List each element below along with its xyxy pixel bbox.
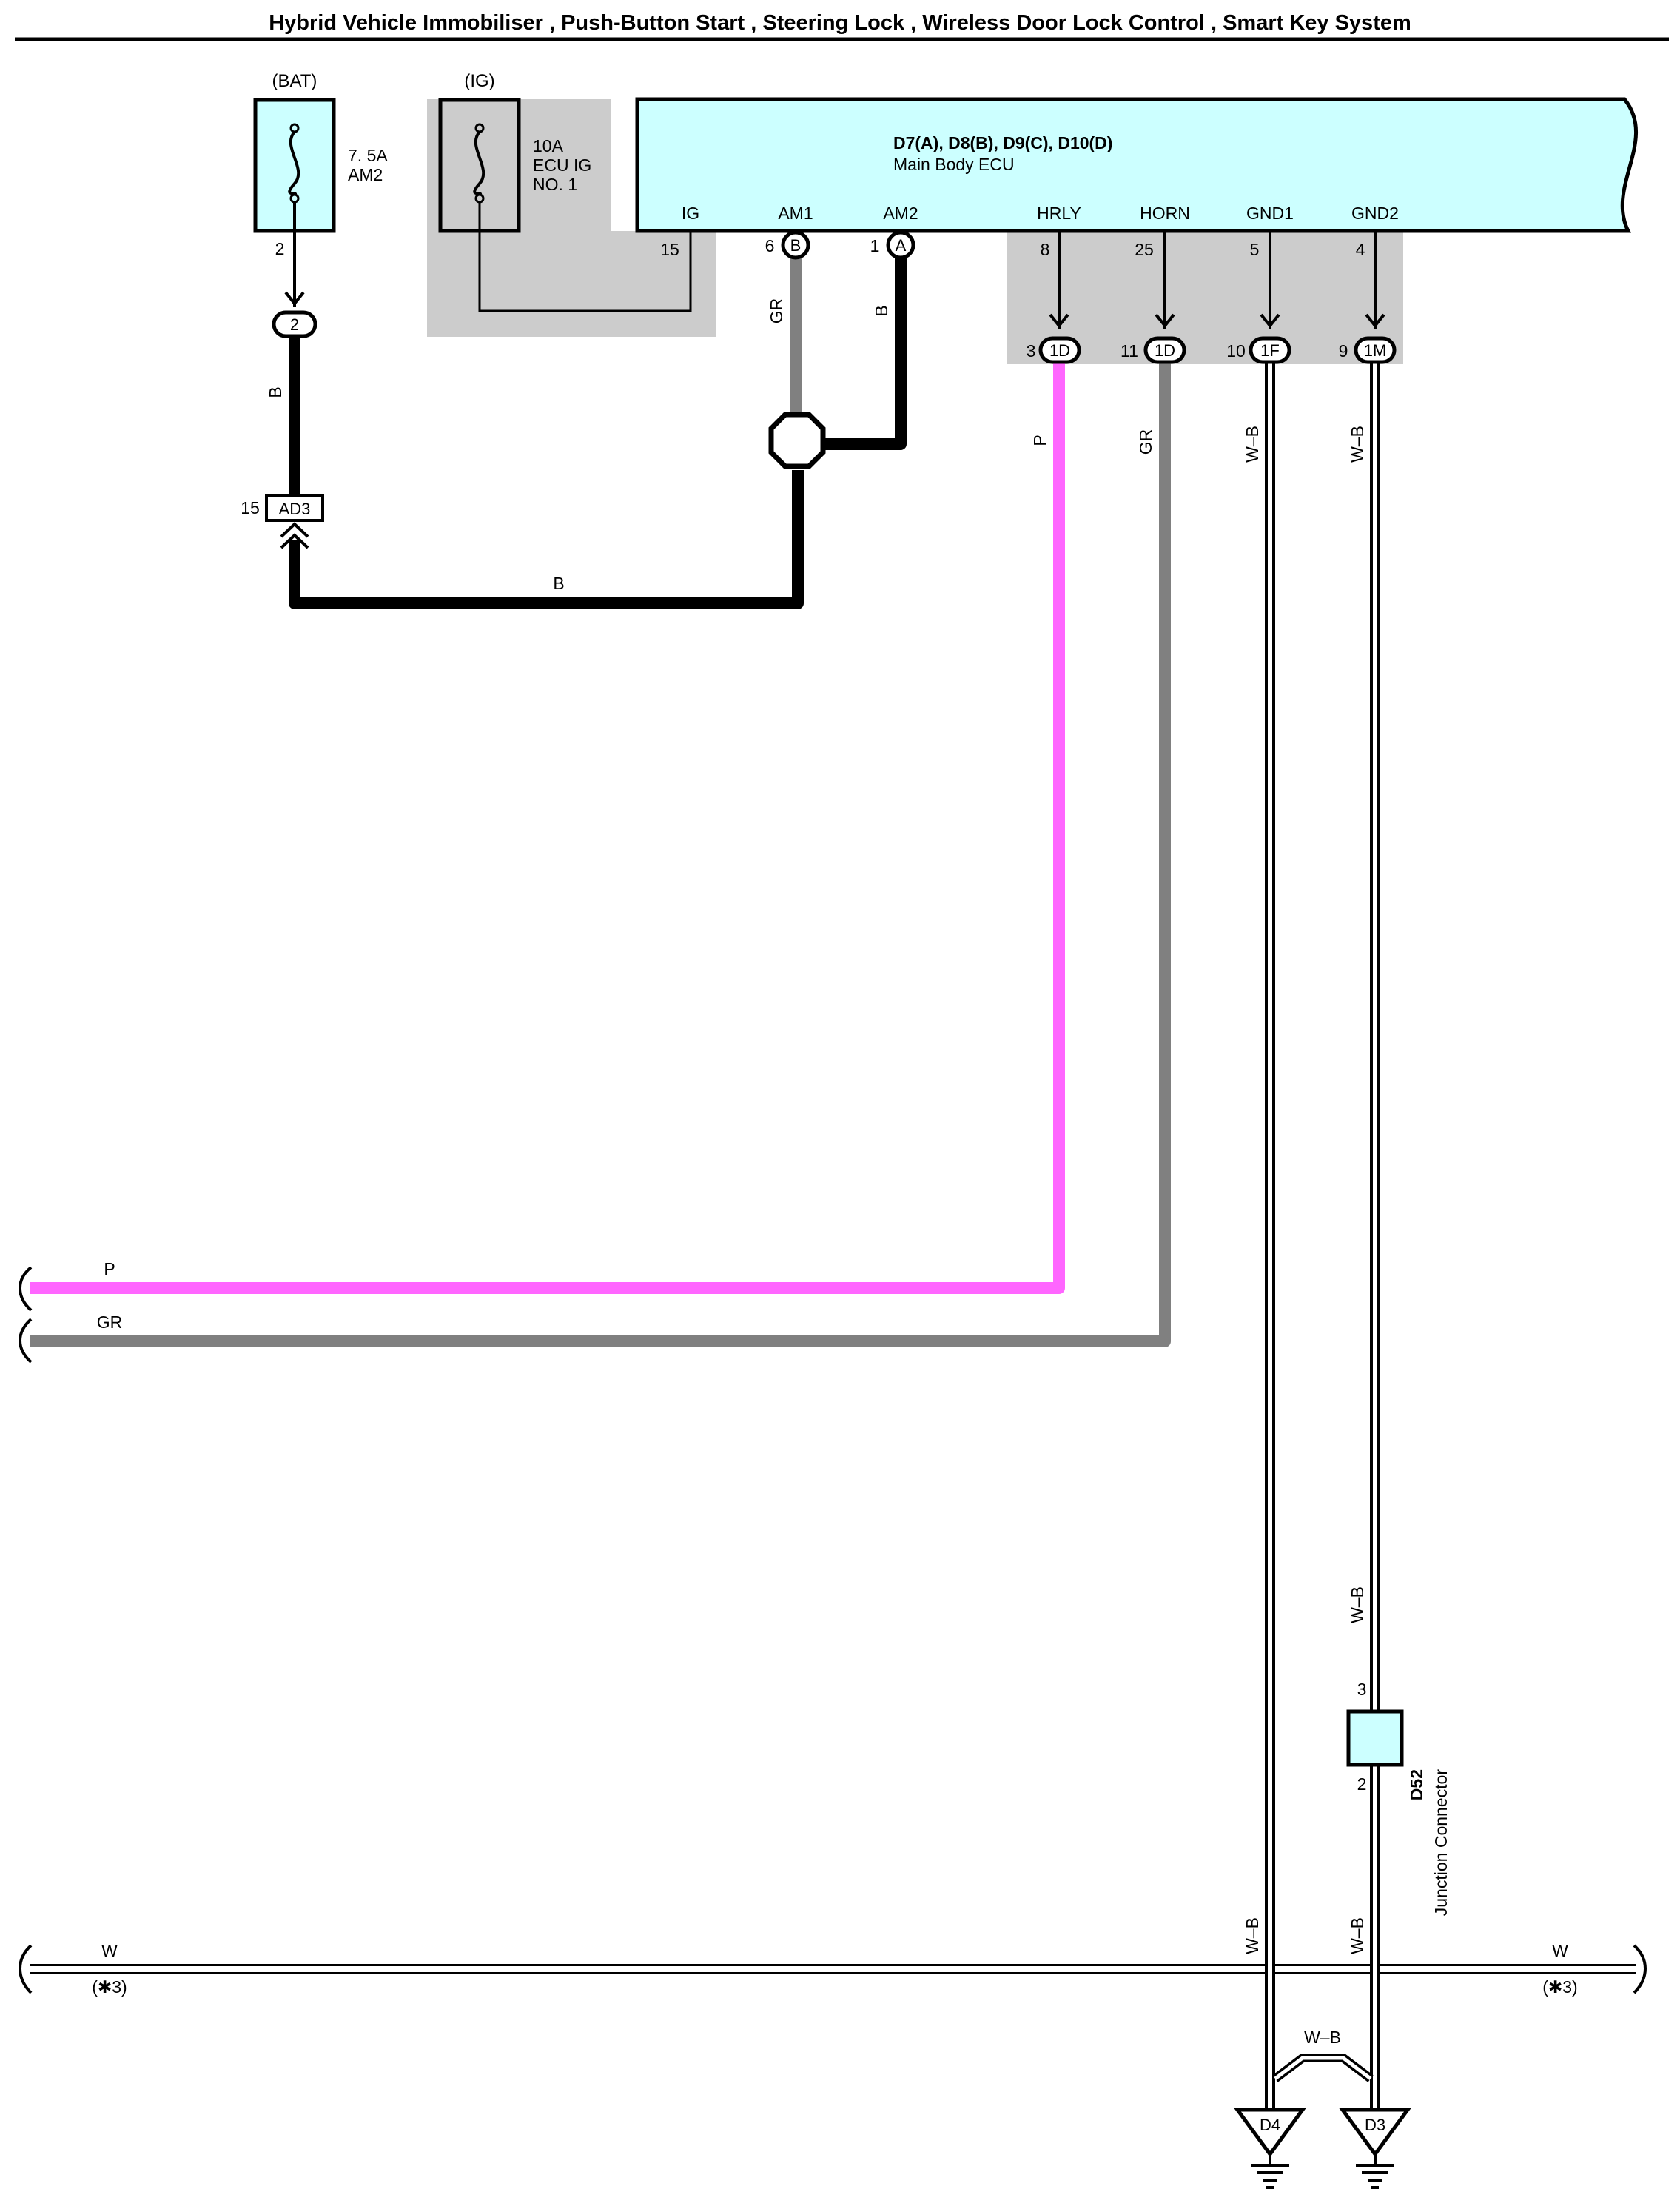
ecu-pin-num-hrly: 8	[1041, 240, 1050, 259]
am2-connector-label: A	[896, 236, 907, 255]
wire-label-gnd2-wb-upper: W–B	[1348, 1586, 1367, 1623]
conn-hrly-pin: 3	[1027, 341, 1036, 361]
bat-fuse-pin: 2	[275, 239, 285, 258]
ecu-pin-num-am1: 6	[765, 236, 775, 255]
ecu-name: Main Body ECU	[893, 155, 1015, 174]
wire-note-w-left: (✱3)	[92, 1977, 127, 1997]
ecu-pin-label-ig: IG	[682, 204, 699, 223]
wire-label-horn-gr: GR	[1136, 429, 1155, 455]
wire-label-gnd1-wb: W–B	[1243, 426, 1262, 463]
ecu-box	[635, 97, 1639, 233]
conn-gnd1-pin: 10	[1226, 341, 1246, 361]
ecu-pin-num-gnd1: 5	[1250, 240, 1260, 259]
conn-hrly-label: 1D	[1049, 341, 1070, 360]
ground-d3-label: D3	[1365, 2116, 1385, 2134]
ig-source-label: (IG)	[464, 71, 494, 91]
junction-pin-top: 3	[1357, 1680, 1367, 1699]
wire-label-w-right: W	[1552, 1941, 1568, 1960]
bat-connector-oval	[272, 310, 317, 338]
break-mark-w-right	[1633, 1944, 1647, 1994]
wire-label-gr-left: GR	[97, 1312, 123, 1332]
wire-hrly-p	[30, 363, 1065, 1294]
break-mark-gr	[19, 1318, 33, 1364]
wire-label-gnd2-wb: W–B	[1348, 426, 1367, 463]
ecu-codes: D7(A), D8(B), D9(C), D10(D)	[893, 133, 1112, 152]
ground-d3	[1339, 2108, 1411, 2189]
conn-gnd2-oval	[1354, 336, 1397, 364]
ig-fuse-icon	[473, 130, 485, 196]
wire-label-am2-b: B	[872, 305, 891, 316]
ad3-arrow	[280, 522, 309, 549]
wire-bottom-b	[289, 470, 804, 609]
ground-d4-label: D4	[1260, 2116, 1280, 2134]
wire-label-gnd2-wb-lower: W–B	[1348, 1917, 1367, 1954]
ecu-pin-label-horn: HORN	[1140, 204, 1190, 223]
splice-point	[768, 412, 826, 469]
ad3-connector	[265, 494, 324, 522]
break-mark-p	[19, 1266, 33, 1312]
wire-label-bat-b: B	[266, 386, 285, 398]
conn-horn-pin: 11	[1120, 341, 1138, 361]
conn-gnd1-oval	[1249, 336, 1291, 364]
ecu-pin-label-hrly: HRLY	[1037, 204, 1081, 223]
ecu-pin-num-gnd2: 4	[1356, 240, 1365, 259]
ecu-pin-label-am1: AM1	[778, 204, 813, 223]
ig-fuse-name-1: ECU IG	[533, 155, 591, 175]
ecu-pin-num-am2: 1	[870, 236, 880, 255]
wire-cross-wb	[1272, 2054, 1374, 2082]
am1-connector-b	[781, 230, 810, 260]
ecu-pin-num-ig: 15	[660, 240, 679, 259]
bat-fuse-rating: 7. 5A	[348, 146, 388, 165]
ad3-label: AD3	[279, 500, 311, 518]
ecu-pin-label-gnd1: GND1	[1246, 204, 1294, 223]
conn-horn-label: 1D	[1155, 341, 1175, 360]
wire-label-w-left: W	[101, 1941, 118, 1960]
bat-source-label: (BAT)	[272, 71, 317, 91]
conn-gnd2-pin: 9	[1339, 341, 1348, 361]
ig-fuse-rating: 10A	[533, 136, 564, 155]
junction-name: Junction Connector	[1431, 1769, 1451, 1917]
ground-d4	[1234, 2108, 1306, 2189]
am1-connector-label: B	[790, 236, 802, 255]
wire-horn-gr	[30, 363, 1171, 1347]
wire-label-cross-wb: W–B	[1304, 2028, 1341, 2047]
wire-ig	[478, 202, 692, 312]
ig-fuse-name-2: NO. 1	[533, 175, 577, 194]
junction-code: D52	[1407, 1769, 1426, 1800]
conn-gnd2-label: 1M	[1364, 341, 1387, 360]
wire-label-bottom-b: B	[553, 574, 564, 593]
bat-fuse-name: AM2	[348, 165, 383, 184]
wire-label-p-left: P	[104, 1259, 115, 1278]
bat-pin-arrow	[284, 291, 305, 306]
ecu-pin-label-am2: AM2	[883, 204, 918, 223]
wire-label-gnd1-wb-lower: W–B	[1243, 1917, 1262, 1954]
bat-connector-label: 2	[290, 315, 299, 334]
junction-connector-box	[1346, 1709, 1404, 1767]
ecu-pin-num-horn: 25	[1135, 240, 1154, 259]
wire-note-w-right: (✱3)	[1542, 1977, 1577, 1997]
diagram-title: Hybrid Vehicle Immobiliser , Push-Button…	[269, 11, 1411, 35]
ad3-pin: 15	[241, 498, 260, 517]
conn-horn-oval	[1143, 336, 1186, 364]
conn-hrly-oval	[1038, 336, 1081, 364]
ecu-pin-label-gnd2: GND2	[1351, 204, 1399, 223]
wire-label-hrly-p: P	[1030, 435, 1049, 446]
am2-connector-a	[886, 230, 915, 260]
bat-fuse-icon	[288, 130, 300, 196]
wire-am2-b	[821, 255, 907, 450]
break-mark-w-left	[19, 1944, 33, 1994]
conn-gnd1-label: 1F	[1260, 341, 1280, 360]
wire-label-am1-gr: GR	[767, 298, 786, 324]
junction-pin-bottom: 2	[1357, 1774, 1367, 1794]
